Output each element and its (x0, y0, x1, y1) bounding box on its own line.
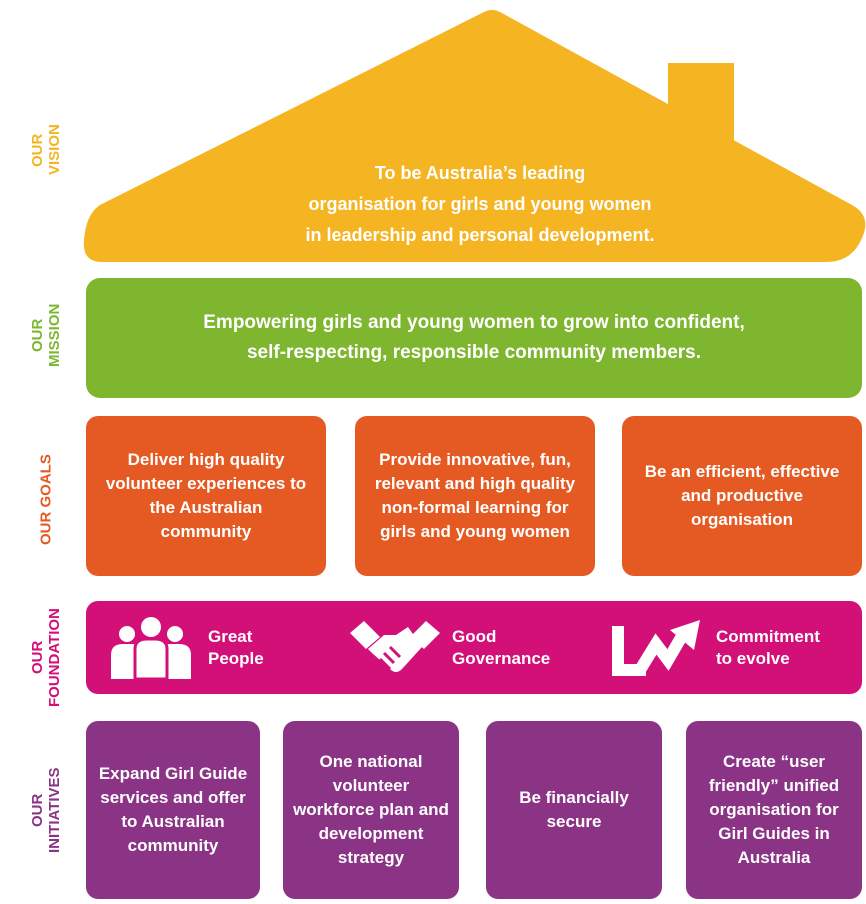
initiative-text: One national volunteer workforce plan an… (293, 752, 449, 867)
mission-line-1: Empowering girls and young women to grow… (203, 312, 745, 333)
vision-line-1: To be Australia’s leading (374, 163, 586, 183)
goal-text: Provide innovative, fun, relevant and hi… (374, 450, 576, 541)
foundation-label-line-2: to evolve (716, 649, 790, 668)
foundation-label-line-1: Commitment (716, 627, 820, 646)
foundation-side-label: OUR FOUNDATION (29, 608, 63, 707)
goal-text: Be an efficient, effective and productiv… (644, 462, 840, 529)
goals-side-label: OUR GOALS (37, 454, 55, 546)
initiative-box-2: One national volunteer workforce plan an… (283, 721, 459, 899)
mission-side-label: OUR MISSION (29, 303, 63, 367)
roof-shape (83, 10, 866, 262)
foundation-label-line-1: Great (208, 627, 253, 646)
people-icon (111, 617, 191, 679)
foundation-item-commitment: Commitment to evolve (610, 610, 820, 686)
goal-box-2: Provide innovative, fun, relevant and hi… (355, 416, 595, 576)
initiative-box-4: Create “user friendly” unified organisat… (686, 721, 862, 899)
initiative-text: Expand Girl Guide services and offer to … (98, 764, 248, 855)
vision-statement: To be Australia’s leading organisation f… (255, 158, 705, 251)
initiative-box-3: Be financially secure (486, 721, 662, 899)
initiative-text: Create “user friendly” unified organisat… (708, 752, 840, 867)
foundation-label-line-2: Governance (452, 649, 551, 668)
initiative-text: Be financially secure (519, 788, 629, 831)
handshake-icon (350, 621, 440, 672)
vision-house-roof (83, 10, 866, 262)
mission-box: Empowering girls and young women to grow… (86, 278, 862, 398)
initiative-box-1: Expand Girl Guide services and offer to … (86, 721, 260, 899)
goal-box-3: Be an efficient, effective and productiv… (622, 416, 862, 576)
goal-text: Deliver high quality volunteer experienc… (105, 450, 307, 541)
goal-box-1: Deliver high quality volunteer experienc… (86, 416, 326, 576)
foundation-label-line-1: Good (452, 627, 497, 646)
vision-line-3: in leadership and personal development. (305, 225, 655, 245)
mission-line-2: self-respecting, responsible community m… (246, 342, 702, 363)
vision-line-2: organisation for girls and young women (308, 194, 652, 214)
foundation-item-great-people: Great People (110, 610, 264, 686)
foundation-item-good-governance: Good Governance (350, 610, 550, 686)
foundation-label-line-2: People (208, 649, 264, 668)
foundation-bar (86, 601, 862, 694)
initiatives-side-label: OUR INITIATIVES (29, 767, 63, 853)
growth-arrow-icon (612, 620, 700, 676)
